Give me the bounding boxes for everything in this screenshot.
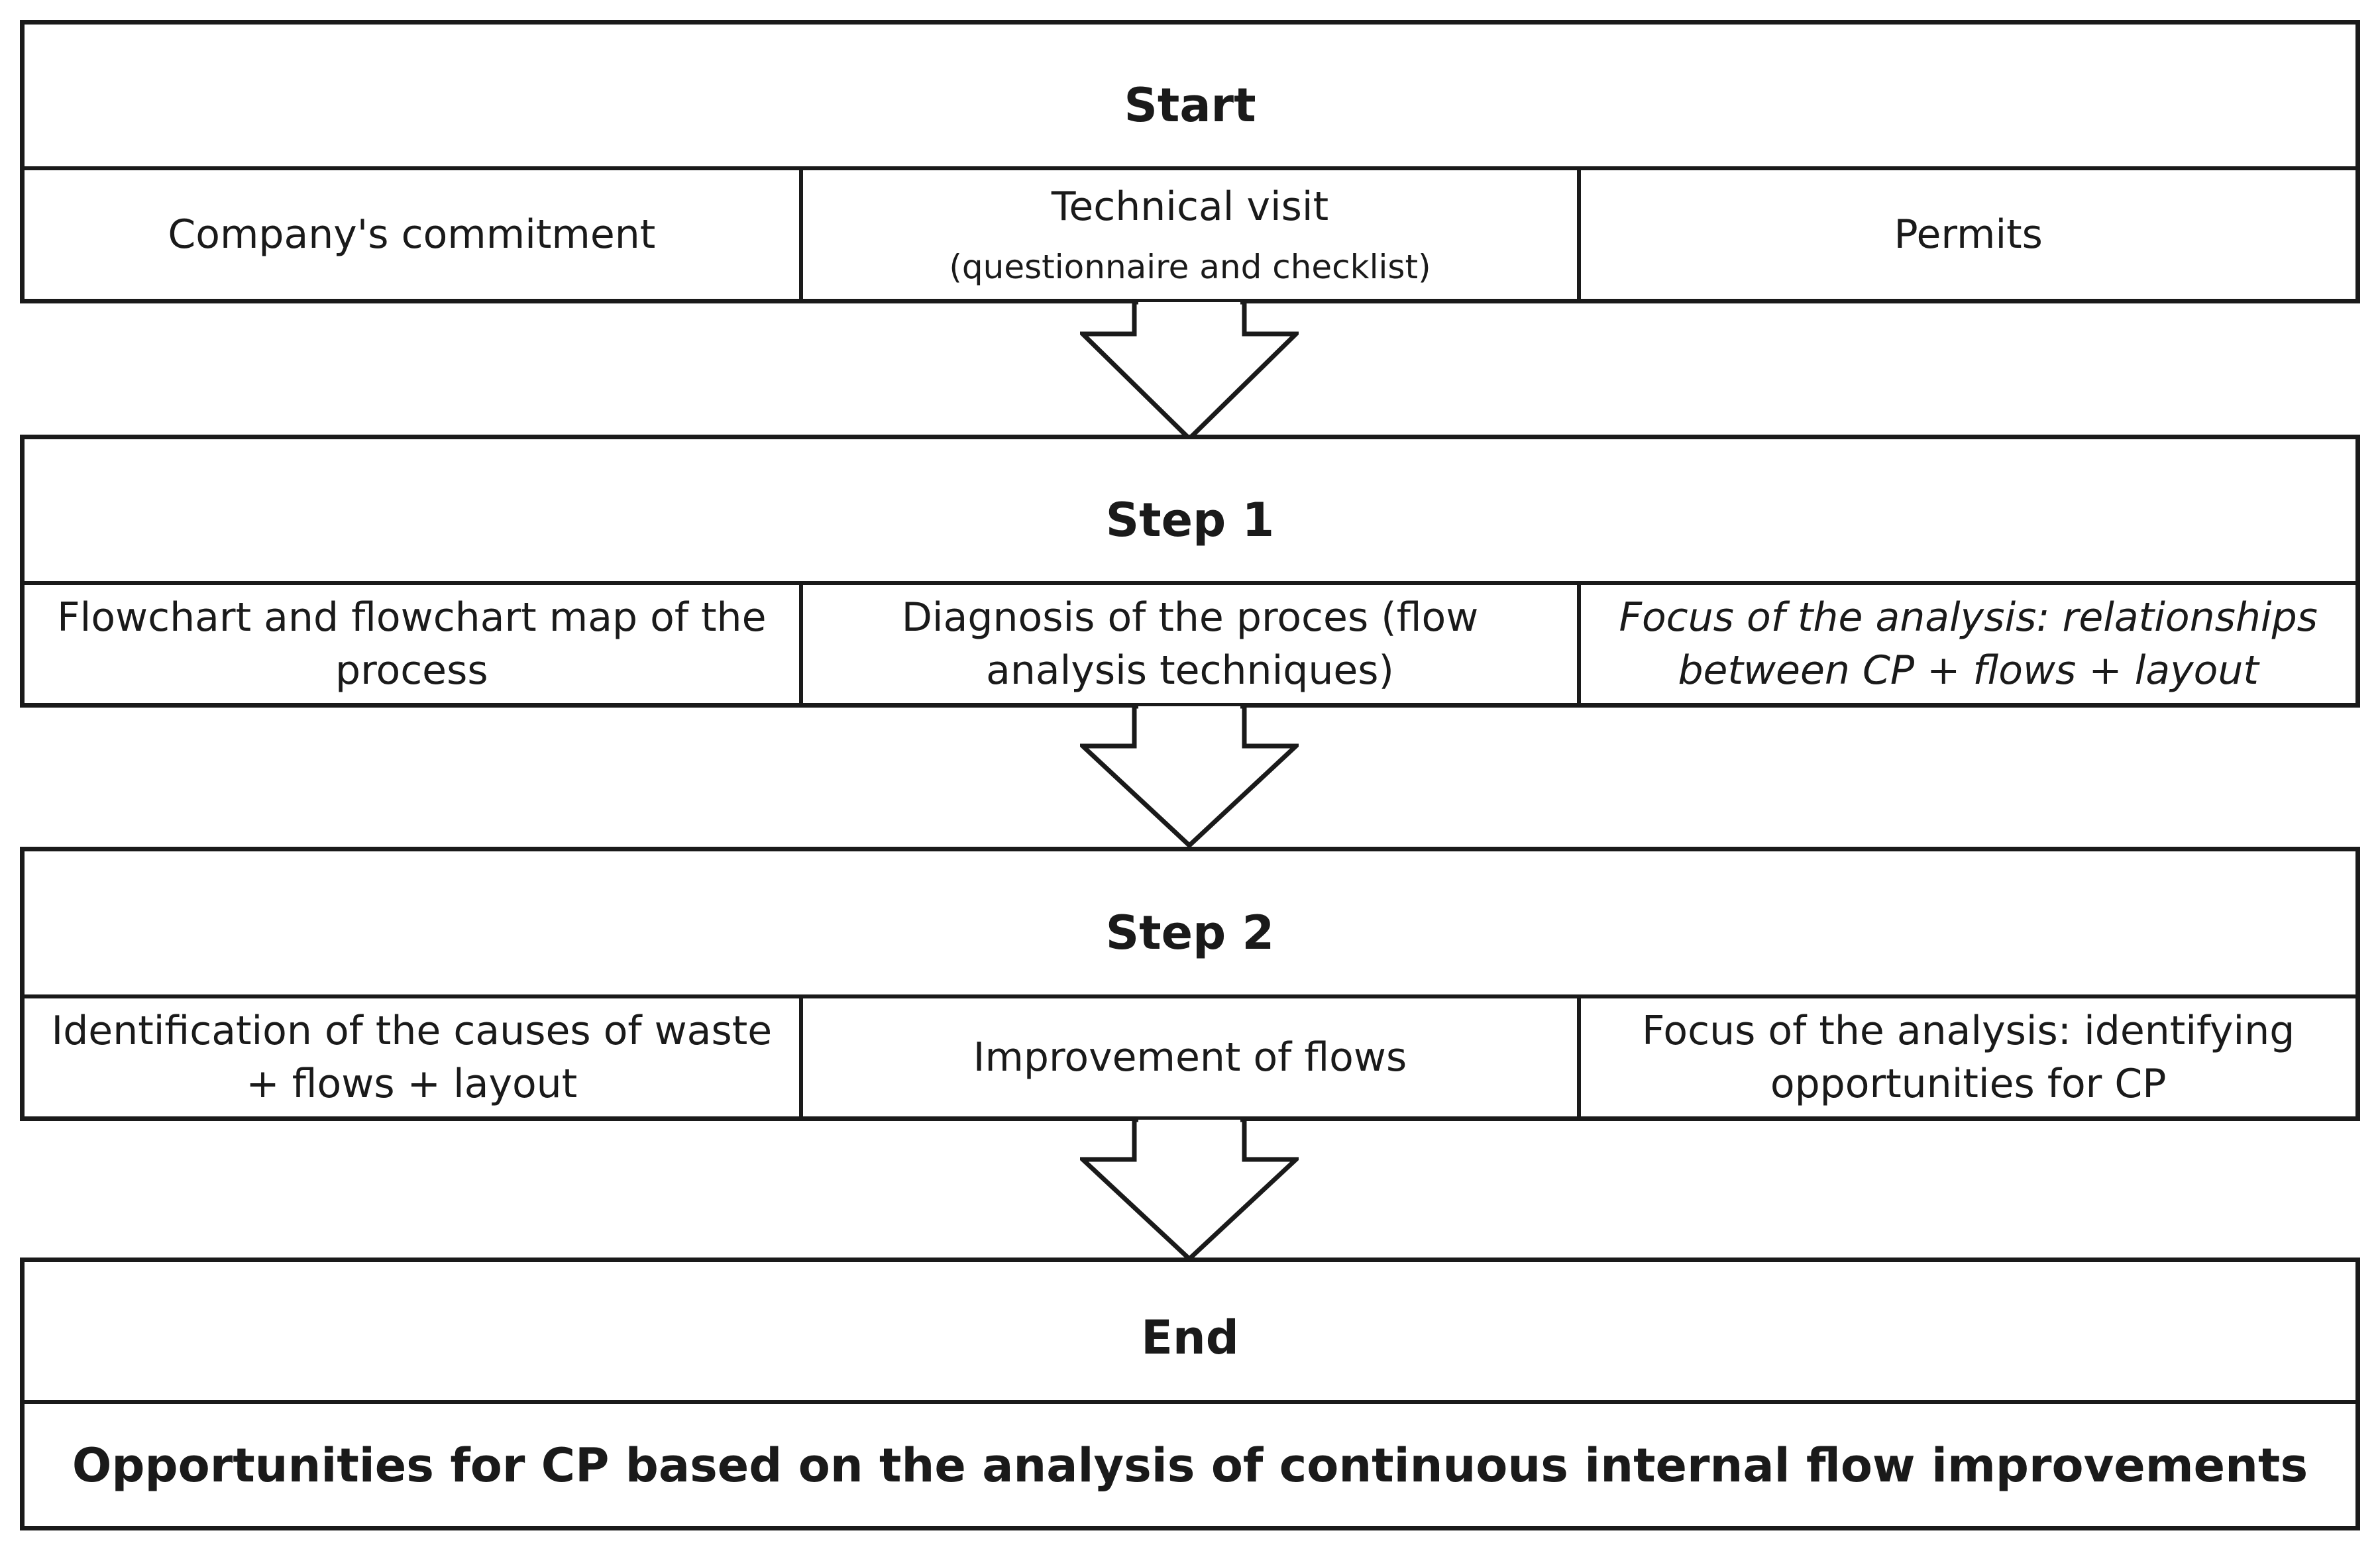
start-cell-technical-visit-sub: (questionnaire and checklist): [949, 248, 1431, 287]
step1-cell-diagnosis: Diagnosis of the proces (flow analysis t…: [798, 585, 1578, 704]
step1-title: Step 1: [25, 439, 2355, 585]
start-cells: Company's commitment Technical visit (qu…: [25, 170, 2355, 299]
step2-block: Step 2 Identification of the causes of w…: [20, 847, 2360, 1121]
down-arrow-1: [1080, 302, 1299, 441]
step1-cell-focus-text: Focus of the analysis: relationships bet…: [1619, 594, 2318, 694]
down-arrow-3: [1080, 1120, 1299, 1261]
start-cell-permits-text: Permits: [1894, 211, 2043, 258]
start-cell-technical-visit-text: Technical visit: [1051, 183, 1329, 230]
step2-title: Step 2: [25, 851, 2355, 998]
down-arrow-2: [1080, 706, 1299, 848]
step1-cell-diagnosis-text: Diagnosis of the proces (flow analysis t…: [901, 594, 1479, 694]
step2-cell-improvement: Improvement of flows: [798, 998, 1578, 1117]
down-arrow-2-shape: [1080, 706, 1299, 848]
start-cell-commitment: Company's commitment: [25, 170, 799, 299]
step1-cells: Flowchart and flowchart map of the proce…: [25, 585, 2355, 704]
start-block: Start Company's commitment Technical vis…: [20, 20, 2360, 303]
step1-cell-focus: Focus of the analysis: relationships bet…: [1577, 585, 2355, 704]
step1-cell-flowchart: Flowchart and flowchart map of the proce…: [25, 585, 799, 704]
step2-cell-improvement-text: Improvement of flows: [973, 1034, 1407, 1081]
step2-cell-identification-text: Identification of the causes of waste + …: [51, 1008, 773, 1107]
step2-cell-focus: Focus of the analysis: identifying oppor…: [1577, 998, 2355, 1117]
step1-cell-flowchart-text: Flowchart and flowchart map of the proce…: [57, 594, 767, 694]
start-cell-technical-visit: Technical visit (questionnaire and check…: [798, 170, 1578, 299]
step2-cell-identification: Identification of the causes of waste + …: [25, 998, 799, 1117]
end-row: Opportunities for CP based on the analys…: [25, 1404, 2355, 1526]
start-title: Start: [25, 25, 2355, 170]
start-cell-commitment-text: Company's commitment: [168, 211, 656, 258]
end-block: End Opportunities for CP based on the an…: [20, 1258, 2360, 1530]
down-arrow-3-shape: [1080, 1120, 1299, 1261]
start-cell-permits: Permits: [1577, 170, 2355, 299]
step2-cell-focus-text: Focus of the analysis: identifying oppor…: [1642, 1008, 2295, 1107]
end-text: Opportunities for CP based on the analys…: [72, 1438, 2308, 1493]
step1-block: Step 1 Flowchart and flowchart map of th…: [20, 435, 2360, 708]
end-title: End: [25, 1262, 2355, 1404]
step2-cells: Identification of the causes of waste + …: [25, 998, 2355, 1117]
down-arrow-1-shape: [1080, 302, 1299, 441]
